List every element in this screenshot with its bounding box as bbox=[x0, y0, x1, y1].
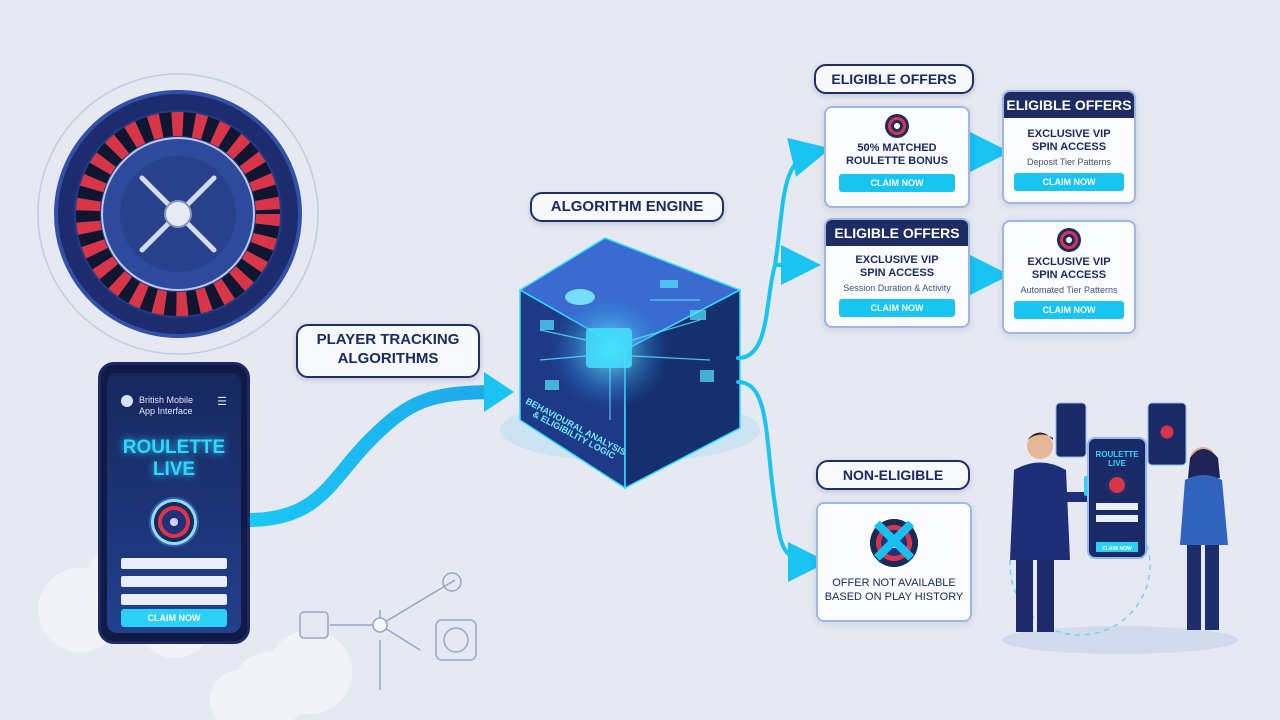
offer-sub-4: Automated Tier Patterns bbox=[1020, 285, 1118, 295]
offer-title-3a: EXCLUSIVE VIP bbox=[855, 254, 939, 266]
customer-service-illustration: ROULETTE LIVE CLAIM NOW bbox=[1002, 402, 1238, 654]
claim-now-button-2[interactable]: CLAIM NOW bbox=[1014, 173, 1124, 191]
algorithm-engine-label: ALGORITHM ENGINE bbox=[530, 192, 724, 222]
decorative-node-graph bbox=[299, 572, 477, 690]
offer-title-4a: EXCLUSIVE VIP bbox=[1027, 256, 1111, 268]
mini-phone-title-2: LIVE bbox=[1108, 459, 1126, 468]
phone-input-3[interactable] bbox=[121, 594, 227, 605]
flow-arrow-head bbox=[484, 372, 514, 412]
phone-app-label-1: British Mobile bbox=[139, 395, 194, 405]
phone-roulette-wheel-icon bbox=[149, 497, 199, 547]
wheel-orbit-ring bbox=[37, 73, 319, 355]
menu-icon[interactable]: ☰ bbox=[217, 396, 227, 408]
offer-header-2: ELIGIBLE OFFERS bbox=[1004, 92, 1134, 118]
non-eligible-header: NON-ELIGIBLE bbox=[816, 460, 970, 490]
flow-arrow-phone-to-engine bbox=[241, 385, 507, 527]
phone-roulette-title: ROULETTE LIVE bbox=[107, 437, 241, 481]
phone-input-1[interactable] bbox=[121, 558, 227, 569]
player-tracking-line-2: ALGORITHMS bbox=[337, 350, 439, 367]
offer-title-4b: SPIN ACCESS bbox=[1031, 269, 1107, 281]
phone-app-label-2: App Interface bbox=[139, 406, 193, 416]
player-tracking-label: PLAYER TRACKING ALGORITHMS bbox=[296, 324, 480, 378]
user-icon bbox=[121, 395, 133, 407]
offer-title-3b: SPIN ACCESS bbox=[859, 267, 935, 279]
offer-title-2b: SPIN ACCESS bbox=[1031, 141, 1107, 153]
non-eligible-message-1: OFFER NOT AVAILABLE bbox=[832, 577, 956, 589]
phone-roulette-title-1: ROULETTE bbox=[122, 437, 226, 458]
mini-phone-title-1: ROULETTE bbox=[1095, 450, 1139, 459]
offer-card-vip-top: ELIGIBLE OFFERS EXCLUSIVE VIP SPIN ACCES… bbox=[1002, 90, 1136, 204]
phone-input-2[interactable] bbox=[121, 576, 227, 587]
non-eligible-message-2: BASED ON PLAY HISTORY bbox=[824, 591, 964, 603]
offer-title-1a: 50% MATCHED bbox=[857, 142, 937, 154]
cross-icon: ✕ bbox=[867, 506, 921, 578]
offer-header-3: ELIGIBLE OFFERS bbox=[826, 220, 968, 246]
roulette-wheel-icon bbox=[54, 90, 302, 338]
offer-sub-3: Session Duration & Activity bbox=[843, 283, 951, 293]
mobile-app-phone: ☰ British Mobile App Interface ROULETTE … bbox=[98, 362, 250, 644]
phone-app-label: British Mobile App Interface bbox=[139, 395, 193, 417]
non-eligible-card: ✕ OFFER NOT AVAILABLE BASED ON PLAY HIST… bbox=[816, 502, 972, 622]
claim-now-button-4[interactable]: CLAIM NOW bbox=[1014, 301, 1124, 319]
blocked-roulette-icon: ✕ bbox=[867, 506, 921, 578]
offers-header-top: ELIGIBLE OFFERS bbox=[814, 64, 974, 94]
offer-title-2a: EXCLUSIVE VIP bbox=[1027, 128, 1111, 140]
phone-screen: ☰ British Mobile App Interface ROULETTE … bbox=[107, 373, 241, 633]
branch-connectors bbox=[736, 132, 1010, 582]
algorithm-engine-cube: BEHAVIOURAL ANALYSIS & ELIGIBILITY LOGIC bbox=[500, 237, 760, 490]
player-tracking-line-1: PLAYER TRACKING bbox=[316, 331, 460, 348]
offer-card-vip-session: ELIGIBLE OFFERS EXCLUSIVE VIP SPIN ACCES… bbox=[824, 218, 970, 328]
offer-card-vip-automated: EXCLUSIVE VIP SPIN ACCESS Automated Tier… bbox=[1002, 220, 1136, 334]
claim-now-button-3[interactable]: CLAIM NOW bbox=[839, 299, 955, 317]
roulette-chip-icon-2 bbox=[1057, 228, 1081, 252]
offer-sub-2: Deposit Tier Patterns bbox=[1026, 157, 1112, 167]
phone-claim-button[interactable]: CLAIM NOW bbox=[121, 609, 227, 627]
claim-now-button-1[interactable]: CLAIM NOW bbox=[839, 174, 955, 192]
mini-phone-claim: CLAIM NOW bbox=[1102, 546, 1132, 552]
roulette-chip-icon bbox=[885, 114, 909, 138]
offer-title-1b: ROULETTE BONUS bbox=[845, 155, 949, 167]
offer-card-roulette-bonus: 50% MATCHED ROULETTE BONUS CLAIM NOW bbox=[824, 106, 970, 208]
phone-roulette-title-2: LIVE bbox=[152, 459, 196, 480]
